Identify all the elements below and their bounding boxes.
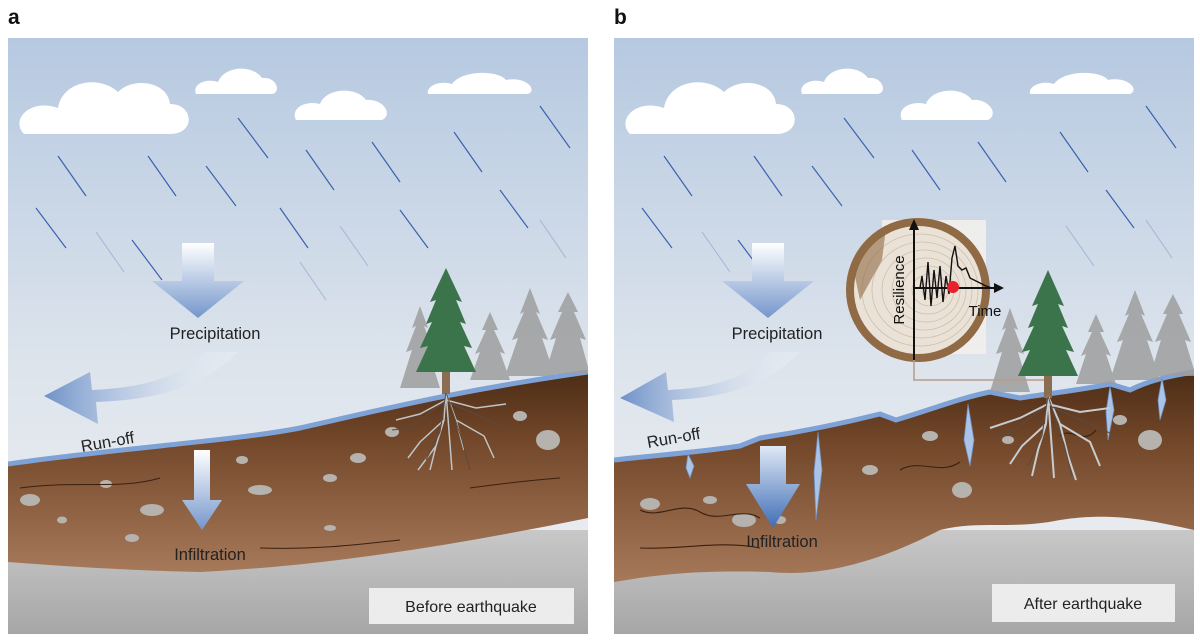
clouds-a (19, 68, 532, 134)
soil-b (614, 372, 1194, 582)
panel-label-a: a (8, 6, 20, 29)
tree-b (989, 270, 1113, 481)
infiltration-arrow-b (746, 446, 800, 528)
caption-box-a (369, 588, 574, 624)
resilience-inset: Resilience Time (846, 218, 1044, 381)
rain-b (641, 105, 1177, 281)
panel-label-b: b (614, 6, 627, 29)
surface-water-a (8, 369, 588, 467)
precipitation-arrow-a (152, 243, 244, 318)
precipitation-label-a: Precipitation (170, 325, 261, 343)
caption-box-b (992, 584, 1175, 622)
pebbles-a (20, 411, 560, 542)
pebbles-b (640, 415, 1162, 527)
inset-leader-line (913, 360, 1044, 381)
resilience-trace (914, 245, 993, 307)
runoff-arrow-a (44, 352, 238, 424)
rain-a (35, 105, 571, 281)
panel-a: Precipitation Run-off Infiltration Befor… (8, 38, 588, 634)
earthquake-marker (947, 281, 959, 293)
infiltration-label-a: Infiltration (174, 546, 246, 564)
panel-b: Precipitation Run-off Infiltration (614, 38, 1194, 634)
runoff-arrow-b (620, 352, 800, 422)
infiltration-arrow-a (182, 450, 222, 530)
inset-xlabel: Time (969, 303, 1002, 320)
surface-water-b (614, 369, 1194, 463)
caption-after-earthquake: After earthquake (1024, 596, 1142, 613)
infiltration-label-b: Infiltration (746, 533, 818, 551)
precipitation-arrow-b (722, 243, 814, 318)
precipitation-label-b: Precipitation (732, 325, 823, 343)
tree-a (391, 268, 511, 471)
clouds-b (625, 68, 1134, 134)
gray-trees-b (990, 290, 1194, 392)
caption-before-earthquake: Before earthquake (405, 599, 537, 616)
inset-ylabel: Resilience (891, 255, 908, 324)
cracks-b (685, 377, 1167, 521)
